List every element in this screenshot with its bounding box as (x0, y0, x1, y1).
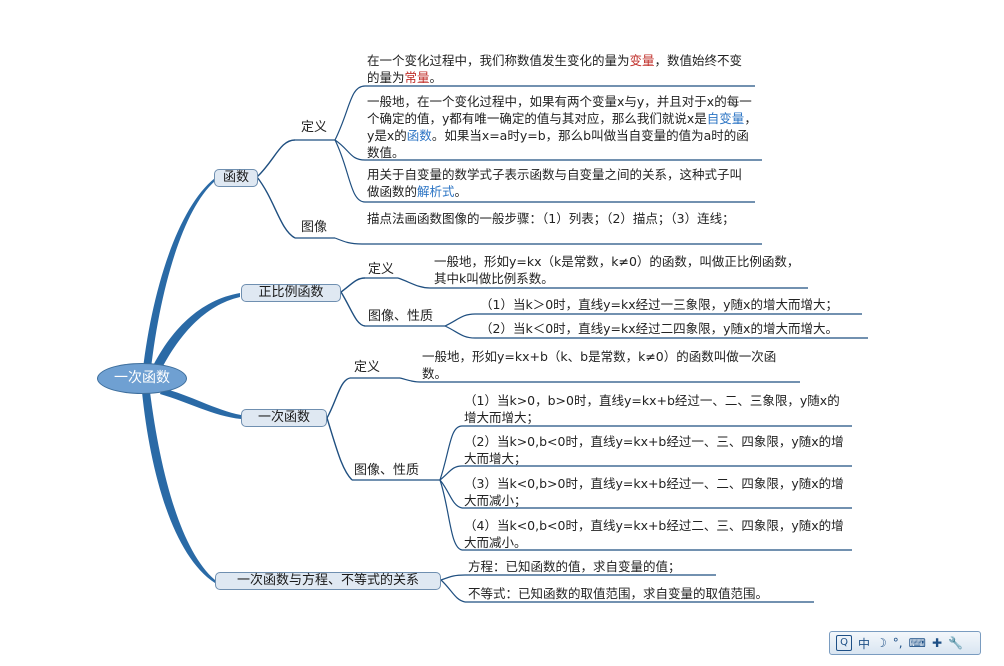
wire-direct-prop1 (444, 313, 476, 327)
wire-linear-def-text (399, 377, 421, 383)
linear-props-label[interactable]: 图像、性质 (354, 463, 420, 478)
wire-direct-def (340, 277, 366, 293)
wire-linear-p4 (439, 479, 463, 551)
wire-direct-prop2 (444, 325, 476, 339)
node-linear-function[interactable]: 一次函数 (241, 409, 327, 427)
ime-logo-icon[interactable]: Q (836, 635, 852, 651)
node-direct-proportion[interactable]: 正比例函数 (241, 284, 341, 302)
root-branch-linear (160, 388, 241, 419)
wire-linear-p3 (439, 479, 463, 509)
relation-equation: 方程：已知函数的值，求自变量的值； (468, 559, 681, 574)
root-branch-direct (150, 293, 240, 376)
function-def3-text: 用关于自变量的数学式子表示函数与自变量之间的关系，这种式子叫做函数的解析式。 (367, 167, 743, 199)
toolbox-icon[interactable]: ✚ (931, 636, 942, 650)
direct-props-label[interactable]: 图像、性质 (368, 309, 434, 324)
direct-prop2: （2）当k＜0时，直线y=kx经过二四象限，y随x的增大而增大。 (480, 321, 838, 336)
linear-definition-label[interactable]: 定义 (354, 360, 381, 375)
root-branch-function (142, 178, 215, 378)
term-constant: 常量 (404, 70, 430, 85)
direct-definition-text: 一般地，形如y=kx（k是常数，k≠0）的函数，叫做正比例函数，其中k叫做比例系… (434, 254, 800, 286)
wire-linear-props (326, 417, 353, 481)
wrench-icon[interactable]: 🔧 (948, 636, 963, 650)
ime-toolbar[interactable]: Q 中 ☽ °, ⌨ ✚ 🔧 (829, 631, 981, 655)
ime-language-toggle[interactable]: 中 (858, 636, 871, 651)
keyboard-icon[interactable]: ⌨ (908, 636, 926, 650)
node-function[interactable]: 函数 (214, 169, 258, 187)
linear-prop3: （3）当k<0,b>0时，直线y=kx+b经过一、二、四象限，y随x的增大而减小… (464, 476, 844, 508)
function-image-text: 描点法画函数图像的一般步骤：（1）列表；（2）描点；（3）连线； (367, 211, 735, 226)
wire-rel-eq (440, 574, 466, 581)
function-def2-text: 一般地，在一个变化过程中，如果有两个变量x与y，并且对于x的每一个确定的值，y都… (367, 94, 757, 160)
wire-linear-p1 (439, 425, 463, 481)
linear-prop4: （4）当k<0,b<0时，直线y=kx+b经过二、三、四象限，y随x的增大而减小… (464, 518, 844, 550)
wire-def2 (334, 139, 366, 161)
wire-img (334, 237, 363, 245)
function-image-label[interactable]: 图像 (301, 220, 328, 235)
wire-direct-props (340, 291, 366, 327)
wire-direct-def-text (397, 277, 431, 289)
direct-definition-label[interactable]: 定义 (368, 262, 395, 277)
wire-def3 (334, 139, 366, 203)
punctuation-icon[interactable]: °, (892, 636, 903, 650)
function-def1-text: 在一个变化过程中，我们称数值发生变化的量为变量，数值始终不变的量为常量。 (367, 53, 743, 85)
wire-rel-ineq (440, 579, 466, 603)
term-expression: 解析式 (417, 184, 455, 199)
node-function-equation-inequality[interactable]: 一次函数与方程、不等式的关系 (215, 572, 441, 590)
linear-prop2: （2）当k>0,b<0时，直线y=kx+b经过一、三、四象限，y随x的增大而增大… (464, 434, 844, 466)
term-independent-variable: 自变量 (706, 111, 745, 126)
wire-linear-p2 (439, 465, 463, 481)
moon-icon[interactable]: ☽ (876, 636, 887, 650)
wire-linear-def (326, 377, 351, 419)
root-node[interactable]: 一次函数 (97, 363, 187, 394)
wire-func-def (256, 139, 296, 178)
linear-prop1: （1）当k>0，b>0时，直线y=kx+b经过一、二、三象限，y随x的增大而增大… (464, 393, 840, 425)
term-function: 函数 (406, 128, 432, 143)
direct-prop1: （1）当k＞0时，直线y=kx经过一三象限，y随x的增大而增大； (480, 297, 838, 312)
relation-inequality: 不等式：已知函数的取值范围，求自变量的取值范围。 (468, 586, 769, 601)
term-variable: 变量 (629, 53, 655, 68)
function-definition-label[interactable]: 定义 (301, 120, 328, 135)
wire-func-img (256, 176, 296, 239)
linear-definition-text: 一般地，形如y=kx+b（k、b是常数，k≠0）的函数叫做一次函数。 (422, 349, 777, 381)
wire-def1 (334, 85, 366, 141)
root-branch-relation (142, 392, 215, 583)
